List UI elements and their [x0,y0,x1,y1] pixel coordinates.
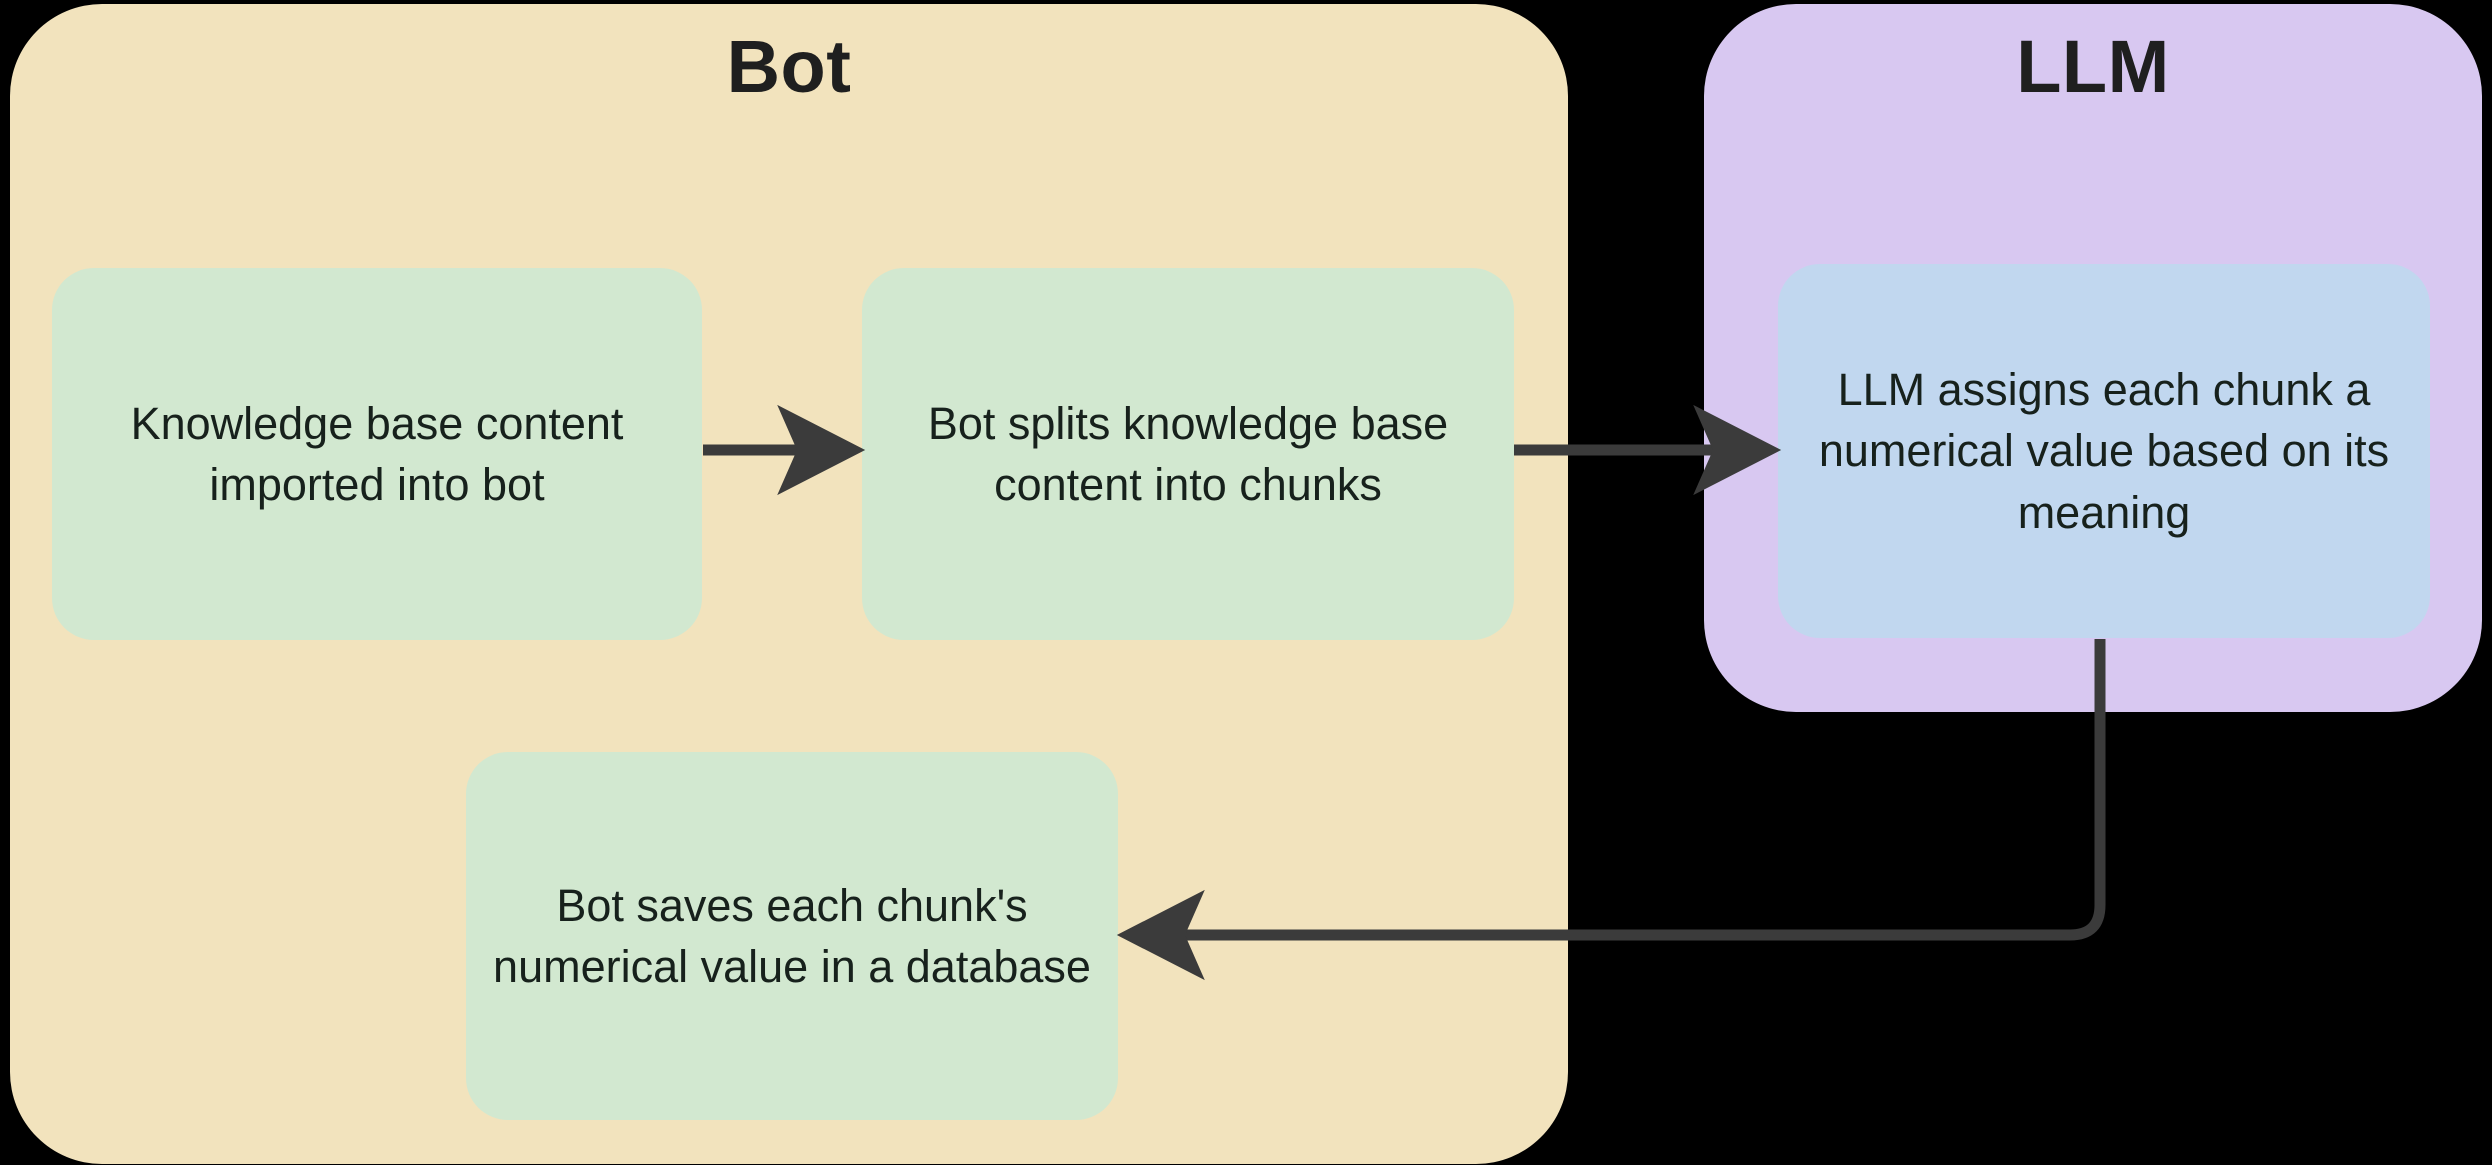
node-llm-assigns-numerical-value[interactable]: LLM assigns each chunk a numerical value… [1778,264,2430,638]
cluster-bot-title: Bot [726,25,852,108]
node-split-into-chunks-label: Bot splits knowledge base content into c… [927,397,1449,510]
node-save-to-database[interactable]: Bot saves each chunk's numerical value i… [466,752,1118,1120]
node-knowledge-base-import-label: Knowledge base content imported into bot [130,397,624,510]
node-knowledge-base-import[interactable]: Knowledge base content imported into bot [52,268,702,640]
node-llm-assigns-numerical-value-label: LLM assigns each chunk a numerical value… [1818,364,2390,538]
cluster-llm-title: LLM [2016,25,2170,108]
node-save-to-database-label: Bot saves each chunk's numerical value i… [493,879,1091,992]
node-split-into-chunks[interactable]: Bot splits knowledge base content into c… [862,268,1514,640]
